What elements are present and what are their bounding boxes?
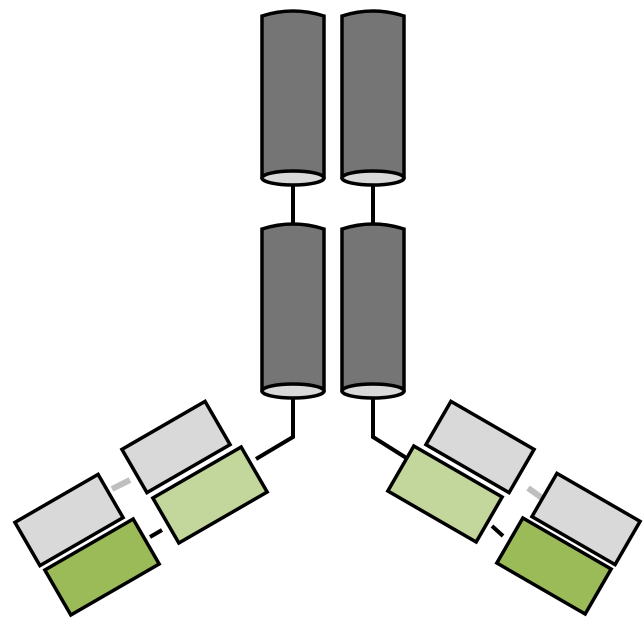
hinge-link-left [110, 477, 132, 492]
hinge-link-right [526, 485, 544, 501]
left-arm-outer-gray-block [12, 471, 126, 569]
cylinder-body [260, 222, 326, 398]
left-arm-inner-gray-block [119, 398, 233, 496]
cylinder-body [340, 222, 406, 398]
cylinder-cap [340, 382, 406, 400]
cylinder-right-top [340, 9, 406, 187]
connector-lines [148, 183, 505, 539]
cylinder-cap [340, 169, 406, 187]
right-arm-dark-green-block [494, 515, 614, 617]
cylinder-body [340, 9, 406, 185]
left-arm-light-green-block [150, 444, 270, 546]
cylinder-body [260, 9, 326, 185]
right-arm-inner-gray-block [423, 398, 537, 496]
cylinder-cap [260, 382, 326, 400]
cylinder-left-top [260, 9, 326, 187]
connector-left-inner [148, 528, 164, 539]
cylinder-cap [260, 169, 326, 187]
hinge-links [110, 477, 544, 501]
cylinder-right-bottom [340, 222, 406, 400]
connector-right-hinge [371, 396, 410, 461]
heavy-chain-cylinders [260, 9, 406, 400]
left-arm [12, 398, 270, 618]
right-arm [385, 398, 643, 617]
connector-right-inner [490, 524, 505, 538]
cylinder-left-bottom [260, 222, 326, 400]
connector-left-hinge [254, 396, 295, 461]
right-arm-light-green-block [385, 443, 505, 545]
left-arm-dark-green-block [42, 516, 162, 618]
right-arm-outer-gray-block [529, 470, 643, 568]
